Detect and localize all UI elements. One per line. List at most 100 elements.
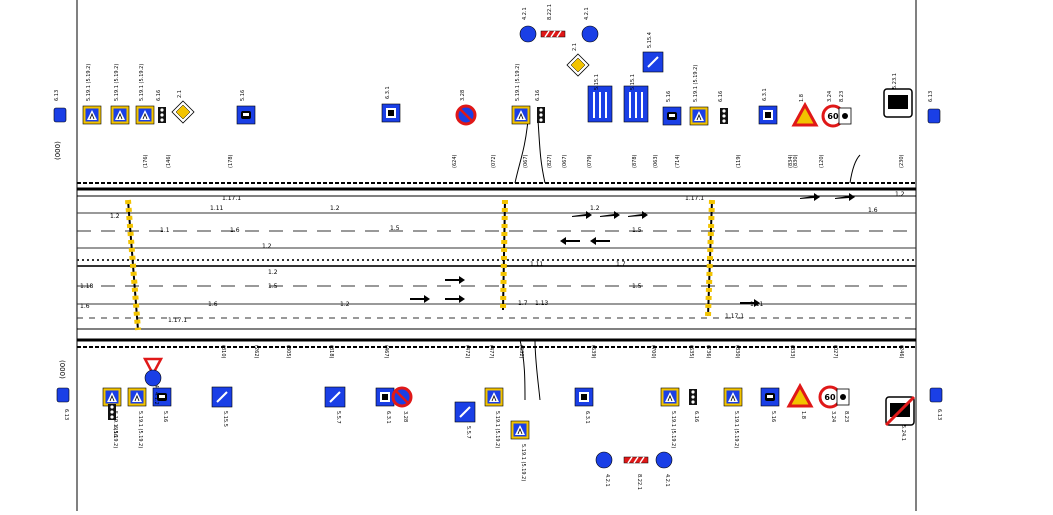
sign-code-label: 5.5.7: [335, 411, 341, 424]
sign-code-label: 8.22.1: [547, 4, 553, 20]
sign-code-label: 6.13: [928, 91, 934, 102]
sign-5-15-1-lane-directions: 5.15.1: [623, 74, 649, 123]
svg-text:1.2: 1.2: [262, 243, 272, 250]
svg-text:1.2: 1.2: [268, 269, 278, 276]
zebra-crossing-2: [500, 199, 508, 311]
sign-5-5-7-one-way: 5.5.7: [454, 401, 476, 439]
pole-label: (176): [143, 155, 149, 168]
pole-label: (262): [253, 345, 259, 358]
sign-code-label: 3.24: [830, 411, 836, 422]
pole-label: (072): [491, 155, 497, 168]
pole-label: (834): [788, 155, 794, 168]
sign-code-label: 8.23: [843, 411, 849, 422]
sign-code-label: 5.15.1: [594, 74, 600, 90]
sign-5-16-bus-stop: 5.16: [760, 387, 780, 422]
pole-label: (310): [220, 345, 226, 358]
zebra-crossing-3: [705, 199, 715, 317]
pole-label: (878): [632, 155, 638, 168]
sign-code-label: 4.2.1: [584, 7, 590, 20]
sign-8-22-1-obstacle-bar: 8.22.1: [623, 456, 649, 490]
pole-label: (639): [590, 345, 596, 358]
signs-bottom-row: 6.13 5.19.1 (5.19.2) 5.19.1 (5.19.2) 5.16 6.…: [56, 357, 943, 490]
sign-code-label: 6.16: [693, 411, 699, 422]
sign-code-label: 1.8: [800, 411, 806, 419]
sign-code-label: 5.19.1 (5.19.2): [520, 444, 526, 481]
sign-6-3-1-u-turn: 6.3.1: [381, 86, 401, 123]
pedestrian-crossings: [125, 199, 715, 331]
svg-text:1.2: 1.2: [330, 205, 340, 212]
sign-4-1-2-blue-circle: 4.1.2: [144, 369, 162, 405]
svg-text:60: 60: [827, 112, 839, 121]
sign-6-13-blue-rect: 6.13: [53, 90, 67, 123]
svg-text:1.17.1: 1.17.1: [168, 317, 187, 324]
sign-5-19-1-5-19-2--ped-crossing: 5.19.1 (5.19.2): [723, 387, 743, 448]
zebra-crossing-1: [125, 199, 141, 331]
sign-5-16-bus-stop: 5.16: [662, 91, 682, 126]
sign-code-label: 1.8: [799, 94, 805, 102]
pole-labels-bottom: (310)(262)(305)(318)(467)(472)(477)(632)…: [220, 345, 904, 358]
sign-2-1-priority-diamond: 2.1: [171, 90, 195, 124]
sign-4-2-1-blue-circle: 4.2.1: [519, 7, 537, 43]
lane-markings: [77, 212, 916, 319]
svg-text:1.7: 1.7: [518, 300, 528, 307]
sign-3-28-no-parking: 3.28: [391, 386, 413, 422]
pole-label: (120): [819, 155, 825, 168]
sign-5-19-1-5-19-2--ped-crossing: 5.19.1 (5.19.2): [510, 420, 530, 481]
pole-label: (467): [383, 345, 389, 358]
pole-label: (700): [650, 345, 656, 358]
sign-6-13-blue-rect: 6.13: [927, 91, 941, 124]
svg-text:1.7: 1.7: [616, 261, 626, 268]
sign-6-13-blue-rect: 6.13: [56, 387, 70, 420]
svg-text:1.5: 1.5: [632, 227, 642, 234]
sign-code-label: 6.16: [112, 426, 118, 437]
pole-label: (827): [547, 155, 553, 168]
svg-text:1.5: 1.5: [632, 283, 642, 290]
svg-text:1.6: 1.6: [868, 207, 878, 214]
svg-text:1.6: 1.6: [80, 303, 90, 310]
pole-label: (178): [228, 155, 234, 168]
side-roads: [514, 119, 861, 401]
sign-code-label: 5.19.1 (5.19.2): [139, 64, 145, 101]
sign-8-22-1-obstacle-bar: 8.22.1: [540, 4, 566, 38]
sign-code-label: 6.3.1: [385, 411, 391, 424]
sign-code-label: 5.19.1 (5.19.2): [515, 64, 521, 101]
svg-text:1.1: 1.1: [160, 227, 170, 234]
sign-6-16-traffic-light: 6.16: [156, 90, 166, 123]
sign-5-16-bus-stop: 5.16: [236, 90, 256, 125]
svg-text:1.11: 1.11: [530, 261, 544, 268]
sign-5-19-1-5-19-2--ped-crossing: 5.19.1 (5.19.2): [127, 387, 147, 448]
svg-text:1.6: 1.6: [208, 301, 218, 308]
sign-code-label: 5.16: [240, 90, 246, 101]
svg-text:1.11: 1.11: [210, 205, 224, 212]
pole-label: (063): [653, 155, 659, 168]
svg-text:1.2: 1.2: [340, 301, 350, 308]
sign-code-label: 5.19.1 (5.19.2): [494, 411, 500, 448]
sign-5-19-1-5-19-2--ped-crossing: 5.19.1 (5.19.2): [484, 387, 504, 448]
sign-5-19-1-5-19-2--ped-crossing: 5.19.1 (5.19.2): [102, 387, 122, 448]
svg-text:1.17.1: 1.17.1: [222, 195, 241, 202]
sign-code-label: 5.23.1: [892, 73, 898, 89]
sign-5-19-1-5-19-2--ped-crossing: 5.19.1 (5.19.2): [511, 64, 531, 125]
sign-code-label: 4.2.1: [604, 474, 610, 487]
sign-code-label: 5.19.1 (5.19.2): [733, 411, 739, 448]
pole-label: (079): [587, 155, 593, 168]
sign-code-label: 6.16: [156, 90, 162, 101]
pole-label: (736): [705, 345, 711, 358]
sign-5-23-1-town-start: 5.23.1: [883, 73, 913, 118]
sign-5-19-1-5-19-2--ped-crossing: 5.19.1 (5.19.2): [689, 65, 709, 126]
pole-label: (067): [523, 155, 529, 168]
pole-label: (477): [488, 345, 494, 358]
sign-6-3-1-u-turn: 6.3.1: [574, 387, 594, 424]
sign-4-2-1-blue-circle: 4.2.1: [595, 451, 613, 487]
sign-8-23-camera-plate: 8.23: [836, 388, 850, 422]
sign-6-3-1-u-turn: 6.3.1: [375, 387, 395, 424]
sign-5-5-7-one-way: 5.5.7: [324, 386, 346, 424]
pole-label: (632): [518, 345, 524, 358]
sign-6-16-traffic-light: 6.16: [689, 389, 699, 422]
sign-3-24-speed-limit: 603.24: [821, 91, 845, 128]
pole-label: (305): [285, 345, 291, 358]
sign-6-13-blue-rect: 6.13: [929, 387, 943, 420]
sign-code-label: 5.19.1 (5.19.2): [112, 411, 118, 448]
sign-code-label: 5.15.4: [647, 32, 653, 48]
